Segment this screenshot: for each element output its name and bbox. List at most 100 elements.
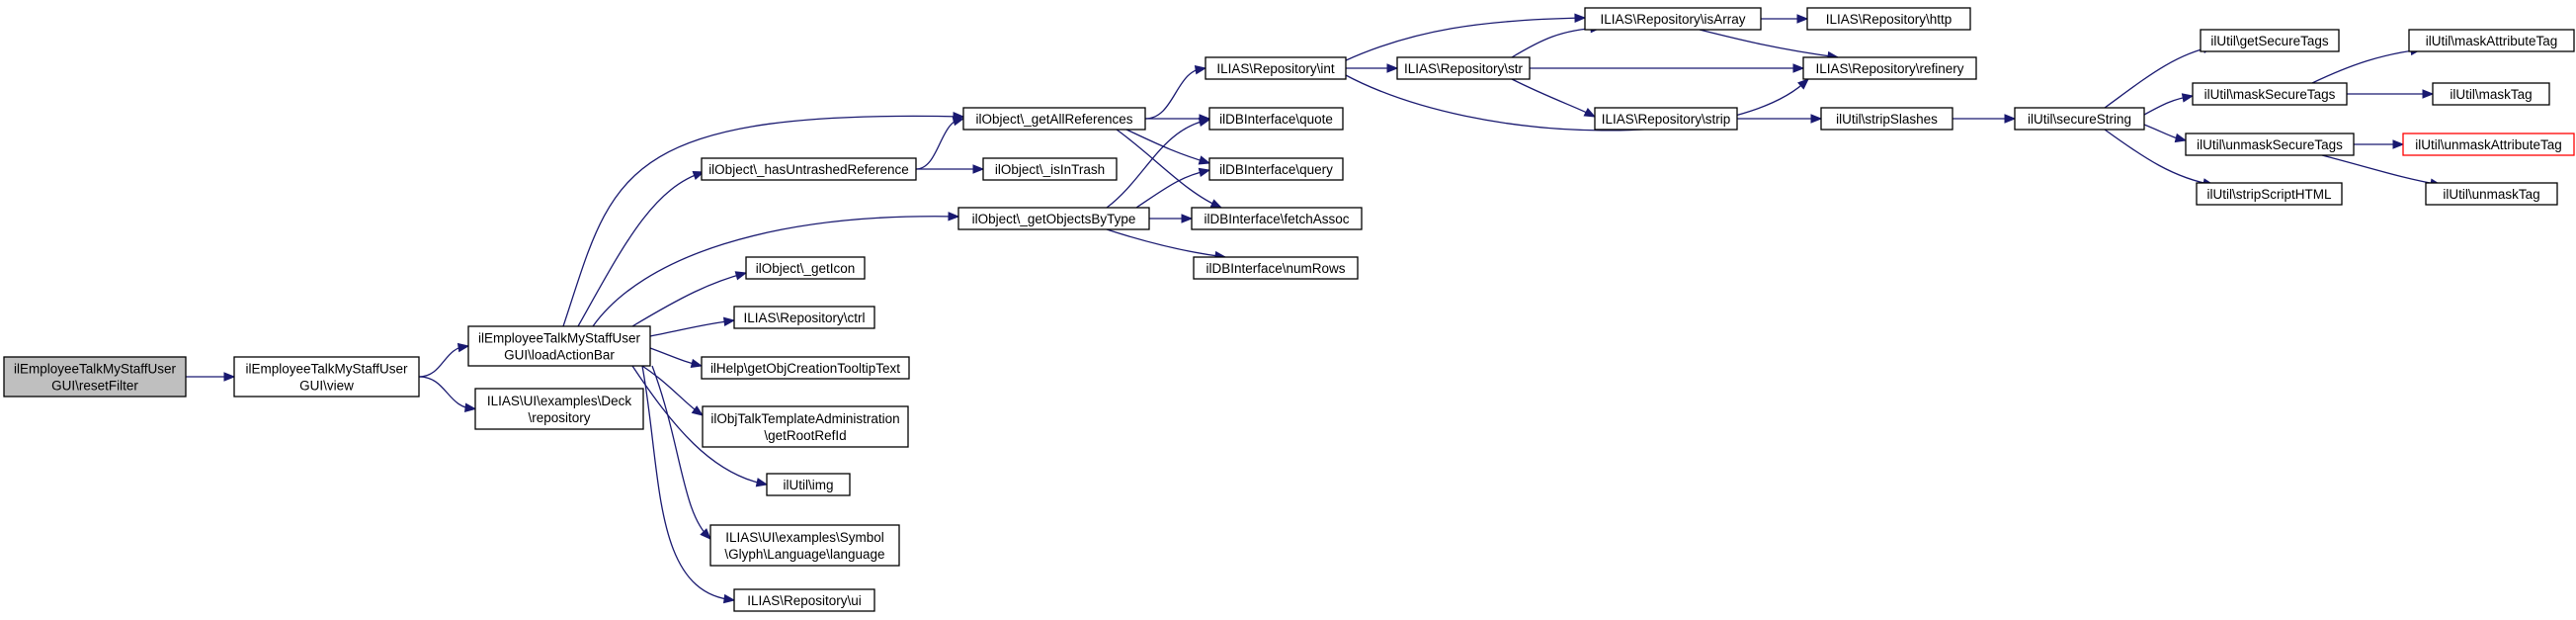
arrow-head-icon xyxy=(734,271,748,281)
edge-line xyxy=(1511,27,1602,58)
edge-line xyxy=(1116,129,1222,209)
arrow-head-icon xyxy=(223,372,236,382)
node-label: ilUtil\maskAttributeTag xyxy=(2426,34,2558,48)
node-loadActionBar[interactable]: ilEmployeeTalkMyStaffUserGUI\loadActionB… xyxy=(467,325,651,367)
node-rootRef[interactable]: ilObjTalkTemplateAdministration\getRootR… xyxy=(702,405,909,448)
node-label: \repository xyxy=(528,410,590,425)
node-label: ilEmployeeTalkMyStaffUser xyxy=(245,362,408,377)
node-unmaskSecureTags[interactable]: ilUtil\unmaskSecureTags xyxy=(2185,133,2355,156)
node-tooltip[interactable]: ilHelp\getObjCreationTooltipText xyxy=(701,356,910,380)
node-utilImg[interactable]: ilUtil\img xyxy=(766,473,851,496)
node-repoStr[interactable]: ILIAS\Repository\str xyxy=(1396,56,1531,80)
edge-maskSecureTags-to-maskTag xyxy=(2347,89,2435,99)
node-getIcon[interactable]: ilObject\_getIcon xyxy=(745,256,866,280)
node-label: ILIAS\Repository\ui xyxy=(747,593,862,608)
node-stripSlashes[interactable]: ilUtil\stripSlashes xyxy=(1820,107,1953,131)
edge-line xyxy=(1343,73,1809,132)
edge-line xyxy=(641,365,735,601)
node-repoUi[interactable]: ILIAS\Repository\ui xyxy=(733,588,875,612)
edge-repoStr-to-repoStrip xyxy=(1511,78,1597,118)
node-label: ILIAS\UI\examples\Symbol xyxy=(725,530,884,545)
node-box xyxy=(2432,82,2550,106)
edge-line xyxy=(2321,154,2442,186)
node-box xyxy=(233,356,420,398)
node-box xyxy=(2408,29,2575,52)
node-label: ILIAS\Repository\isArray xyxy=(1600,12,1745,27)
edge-line xyxy=(915,118,964,170)
arrow-head-icon xyxy=(691,405,705,416)
node-box xyxy=(2192,82,2348,106)
arrow-head-icon xyxy=(722,593,736,604)
node-isInTrash[interactable]: ilObject\_isInTrash xyxy=(982,157,1118,181)
edge-view-to-deckRepo xyxy=(418,376,477,412)
node-box xyxy=(1191,207,1363,230)
edge-loadActionBar-to-utilImg xyxy=(631,365,769,487)
edge-line xyxy=(1343,17,1586,62)
node-refinery[interactable]: ILIAS\Repository\refinery xyxy=(1802,56,1977,80)
edge-loadActionBar-to-getObjectsByType xyxy=(592,212,960,327)
edge-line xyxy=(1511,78,1596,118)
node-box xyxy=(745,256,866,280)
node-repoHttp[interactable]: ILIAS\Repository\http xyxy=(1806,7,1971,31)
node-unmaskAttributeTag[interactable]: ilUtil\unmaskAttributeTag xyxy=(2402,133,2575,156)
node-label: \getRootRefId xyxy=(764,428,846,443)
node-isArray[interactable]: ILIAS\Repository\isArray xyxy=(1584,7,1762,31)
arrow-head-icon xyxy=(2174,133,2188,143)
edge-line xyxy=(1699,29,1839,58)
edge-stripSlashes-to-secureString xyxy=(1953,114,2017,124)
arrow-head-icon xyxy=(952,117,965,127)
edge-line xyxy=(651,365,711,540)
edge-repoInt-to-isArray xyxy=(1343,13,1587,62)
edge-isArray-to-refinery xyxy=(1699,29,1840,61)
node-getObjectsByType[interactable]: ilObject\_getObjectsByType xyxy=(957,207,1150,230)
edge-loadActionBar-to-repoCtrl xyxy=(649,316,736,337)
edge-line xyxy=(641,365,704,416)
node-unmaskTag[interactable]: ilUtil\unmaskTag xyxy=(2425,182,2558,206)
arrow-head-icon xyxy=(1574,13,1587,23)
edge-hasUntrashed-to-getAllReferences xyxy=(915,117,965,170)
edge-line xyxy=(649,319,735,337)
edge-unmaskSecureTags-to-unmaskTag xyxy=(2321,154,2443,188)
node-getSecureTags[interactable]: ilUtil\getSecureTags xyxy=(2200,29,2340,52)
node-glyph[interactable]: ILIAS\UI\examples\Symbol\Glyph\Language\… xyxy=(709,524,900,567)
arrow-head-icon xyxy=(464,402,477,412)
node-label: ILIAS\Repository\strip xyxy=(1602,112,1731,127)
node-repoCtrl[interactable]: ILIAS\Repository\ctrl xyxy=(733,306,875,329)
node-dbFetch[interactable]: ilDBInterface\fetchAssoc xyxy=(1191,207,1363,230)
node-label: ilUtil\unmaskTag xyxy=(2443,187,2539,202)
node-label: ILIAS\UI\examples\Deck xyxy=(487,394,632,408)
node-deckRepo[interactable]: ILIAS\UI\examples\Deck \repository xyxy=(474,388,644,430)
node-box xyxy=(2402,133,2575,156)
arrow-head-icon xyxy=(1198,167,1211,178)
edge-getObjectsByType-to-dbQuery xyxy=(1135,167,1211,209)
node-dbNumRows[interactable]: ilDBInterface\numRows xyxy=(1193,256,1359,280)
arrow-head-icon xyxy=(690,358,704,369)
node-dbQuote[interactable]: ilDBInterface\quote xyxy=(1208,107,1344,131)
node-getAllReferences[interactable]: ilObject\_getAllReferences xyxy=(962,107,1146,131)
node-box xyxy=(957,207,1150,230)
node-box xyxy=(3,356,187,398)
arrow-head-icon xyxy=(2004,114,2017,124)
edge-line xyxy=(2311,48,2422,84)
arrow-head-icon xyxy=(2181,93,2195,103)
edge-line xyxy=(1106,228,1226,258)
arrow-head-icon xyxy=(1209,199,1223,209)
node-stripScriptHTML[interactable]: ilUtil\stripScriptHTML xyxy=(2196,182,2343,206)
node-dbQuery[interactable]: ilDBInterface\query xyxy=(1208,157,1344,181)
node-box xyxy=(2200,29,2340,52)
node-label: ilUtil\img xyxy=(783,478,833,492)
node-secureString[interactable]: ilUtil\secureString xyxy=(2014,107,2145,131)
arrow-head-icon xyxy=(1796,14,1809,24)
node-maskSecureTags[interactable]: ilUtil\maskSecureTags xyxy=(2192,82,2348,106)
edge-loadActionBar-to-repoUi xyxy=(641,365,736,604)
edge-line xyxy=(631,365,768,486)
node-box xyxy=(701,157,917,181)
node-maskAttributeTag[interactable]: ilUtil\maskAttributeTag xyxy=(2408,29,2575,52)
node-maskTag[interactable]: ilUtil\maskTag xyxy=(2432,82,2550,106)
edge-line xyxy=(631,272,747,327)
node-repoInt[interactable]: ILIAS\Repository\int xyxy=(1205,56,1347,80)
node-repoStrip[interactable]: ILIAS\Repository\strip xyxy=(1594,107,1738,131)
node-hasUntrashed[interactable]: ilObject\_hasUntrashedReference xyxy=(701,157,917,181)
